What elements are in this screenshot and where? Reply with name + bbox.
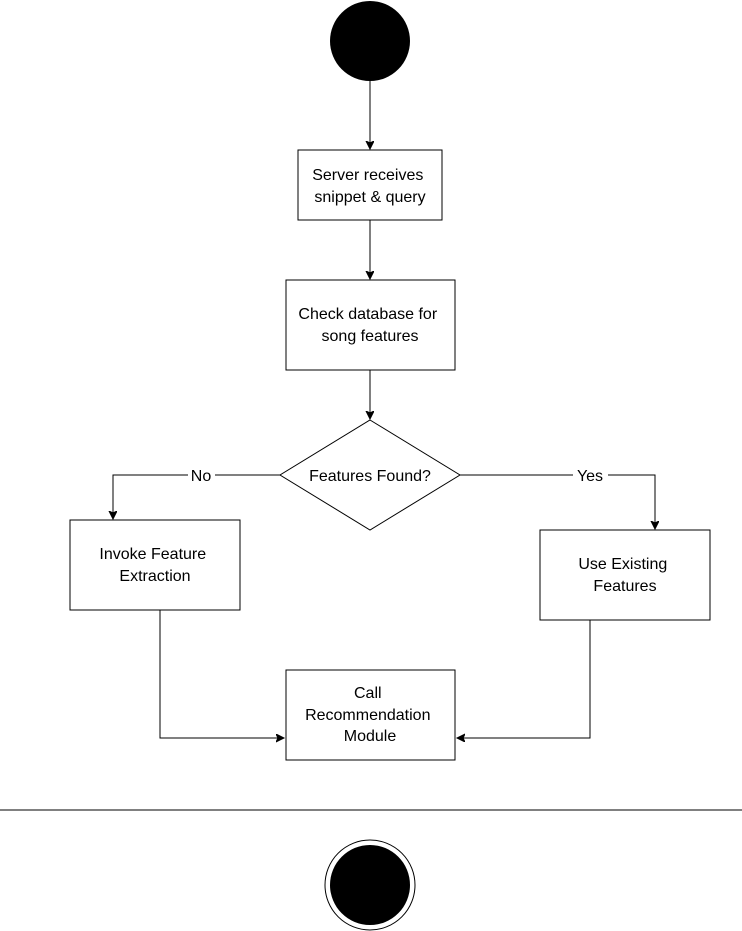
decision-features-found[interactable]	[279, 419, 461, 531]
action-server-receives-label: Server receives snippet & query	[312, 167, 428, 206]
action-call-recommendation-module[interactable]	[285, 669, 456, 761]
action-check-database-line-2: song features	[322, 328, 419, 345]
edge-use-existing-to-call-recommendation	[457, 620, 591, 738]
action-use-existing-features-label: Use Existing Features	[578, 556, 671, 595]
end-node	[330, 845, 410, 925]
start-node	[330, 1, 410, 81]
action-check-database[interactable]	[285, 279, 456, 371]
decision-features-found-line-1: Features Found?	[309, 468, 431, 485]
action-use-existing-features[interactable]	[539, 529, 711, 621]
action-invoke-feature-extraction[interactable]	[69, 519, 241, 611]
edge-invoke-extraction-to-call-recommendation	[159, 610, 284, 738]
action-use-existing-features-line-1: Use Existing	[578, 556, 667, 573]
action-use-existing-features-line-2: Features	[593, 578, 656, 595]
action-call-recommendation-module-line-2: Recommendation	[305, 707, 430, 724]
action-invoke-feature-extraction-line-2: Extraction	[119, 568, 190, 585]
edge-decision-to-use-existing	[460, 474, 655, 529]
action-invoke-feature-extraction-label: Invoke Feature Extraction	[99, 546, 210, 585]
decision-features-found-label: Features Found?	[309, 468, 431, 485]
edge-decision-to-invoke-extraction	[113, 474, 280, 519]
action-call-recommendation-module-label: Call Recommendation Module	[305, 685, 435, 745]
edge-no-label: No	[191, 468, 212, 485]
edge-yes-label: Yes	[577, 468, 603, 485]
action-server-receives-line-1: Server receives	[312, 167, 423, 184]
action-check-database-line-1: Check database for	[298, 306, 437, 323]
action-call-recommendation-module-line-1: Call	[354, 685, 382, 702]
edge-yes-label-background	[573, 466, 608, 486]
action-call-recommendation-module-line-3: Module	[344, 728, 397, 745]
action-server-receives-line-2: snippet & query	[314, 189, 425, 206]
action-invoke-feature-extraction-line-1: Invoke Feature	[99, 546, 206, 563]
action-check-database-label: Check database for song features	[298, 306, 441, 345]
action-server-receives[interactable]	[297, 149, 443, 221]
edge-no-label-background	[188, 466, 215, 486]
